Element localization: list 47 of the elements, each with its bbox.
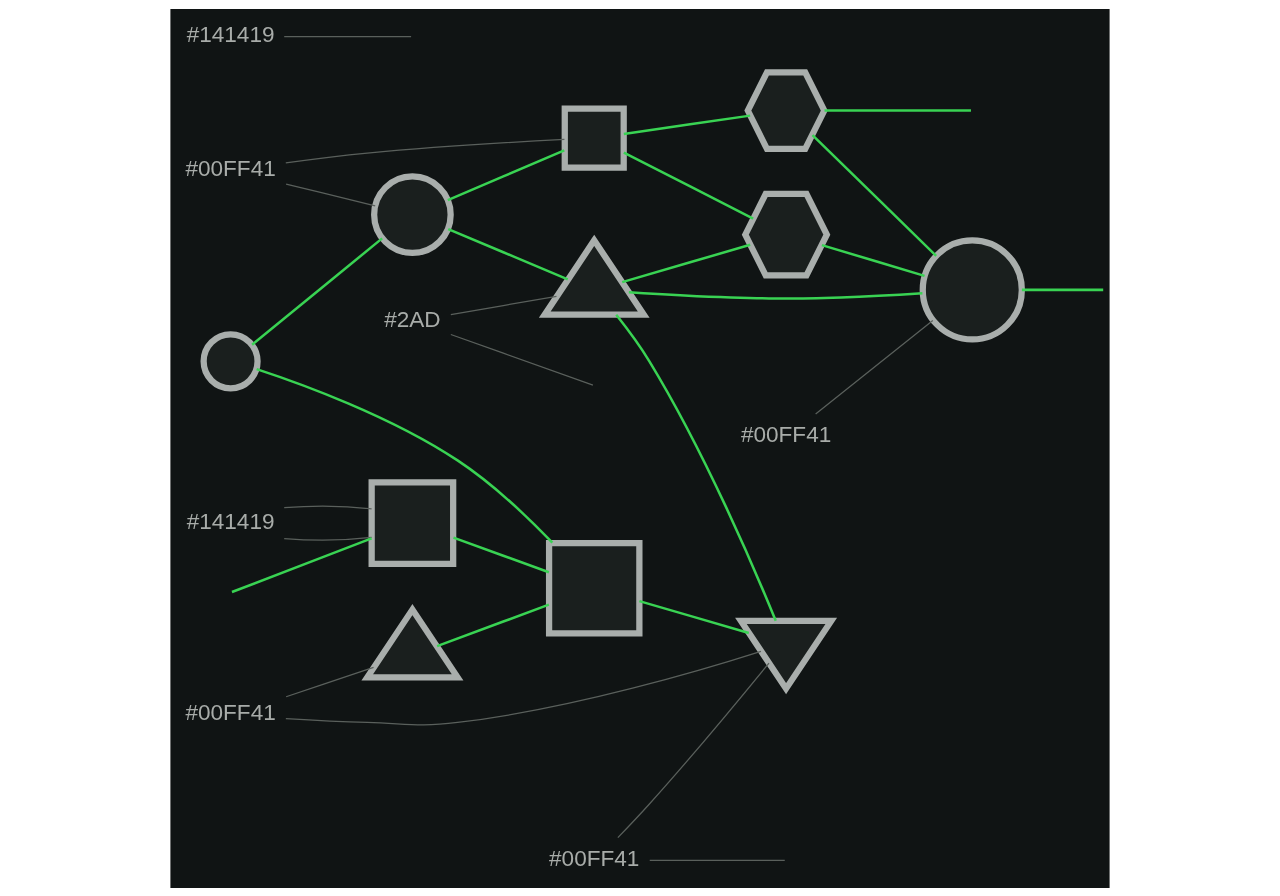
connector — [283, 35, 412, 37]
node-circle — [371, 172, 454, 256]
connector — [623, 113, 751, 135]
node-text: #141419 — [186, 508, 275, 534]
node-hexagon — [744, 68, 828, 152]
connector — [251, 236, 383, 346]
connector — [821, 243, 925, 277]
connector — [824, 108, 971, 112]
connector — [623, 151, 754, 220]
connector — [231, 536, 373, 593]
node-triangle — [538, 234, 650, 318]
node-text: #00FF41 — [185, 155, 276, 181]
connector — [649, 859, 786, 861]
node-circle — [919, 236, 1025, 343]
connector — [447, 148, 565, 201]
node-box — [561, 105, 627, 171]
connector — [811, 133, 938, 257]
connector — [436, 603, 550, 647]
connector — [450, 333, 594, 386]
connector — [285, 138, 566, 164]
connector — [1021, 288, 1104, 291]
connector — [283, 536, 373, 541]
connector — [450, 295, 558, 315]
connector — [285, 666, 375, 697]
node-text: #00FF41 — [740, 421, 832, 447]
node-text: #2AD — [384, 306, 441, 332]
connector — [621, 243, 751, 283]
connector — [256, 367, 554, 544]
node-hexagon — [741, 190, 831, 279]
node-box — [545, 539, 643, 637]
connector — [628, 290, 923, 300]
connector — [453, 535, 550, 573]
connector — [447, 227, 569, 280]
connector — [285, 182, 376, 206]
connector — [283, 505, 373, 509]
node-triangle — [361, 603, 464, 680]
node-box — [368, 478, 457, 567]
connector — [617, 661, 770, 838]
node-text: #00FF41 — [185, 699, 276, 725]
node-text: #00FF41 — [549, 845, 640, 871]
node-triangle — [735, 617, 838, 694]
connector — [285, 650, 762, 725]
connector — [639, 599, 750, 634]
node-circle — [200, 330, 261, 391]
connector — [815, 319, 934, 415]
connector — [615, 313, 777, 621]
node-text: #141419 — [186, 21, 275, 47]
